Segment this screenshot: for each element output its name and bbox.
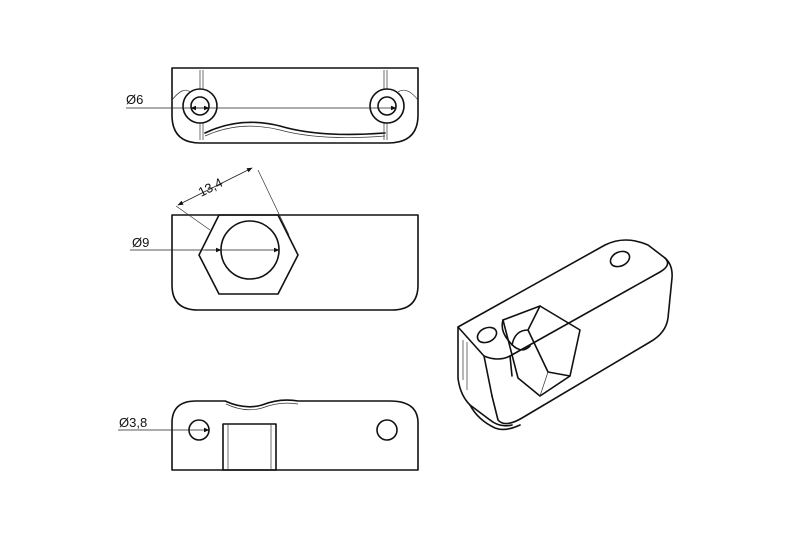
isometric-view [457,239,673,431]
bottom-view-outline [171,399,419,471]
iso-left-hole [476,326,498,344]
iso-right-face [491,257,673,425]
diameter-3-8-label: Ø3,8 [119,415,147,430]
top-view-recess-edge [204,121,386,136]
iso-front-face [457,326,513,427]
iso-hex-pocket [502,305,581,397]
iso-top-face [457,239,669,360]
bottom-view: Ø3,8 [118,399,419,471]
front-view-outline [171,214,419,311]
diameter-9-label: Ø9 [132,235,149,250]
top-view-right-hole-outer [369,88,405,124]
iso-right-hole [609,250,631,268]
nut-dimension-line [177,167,253,206]
front-view: 13,4 Ø9 [130,167,419,311]
bottom-view-right-hole [376,419,398,441]
nut-dimension-label: 13,4 [196,175,225,200]
top-view-left-hole-outer [182,88,218,124]
hex-nut-pocket [198,214,299,295]
top-view-outline [171,67,419,144]
diameter-6-label: Ø6 [126,92,143,107]
top-view: Ø6 [126,67,419,144]
nut-slot [222,423,277,471]
